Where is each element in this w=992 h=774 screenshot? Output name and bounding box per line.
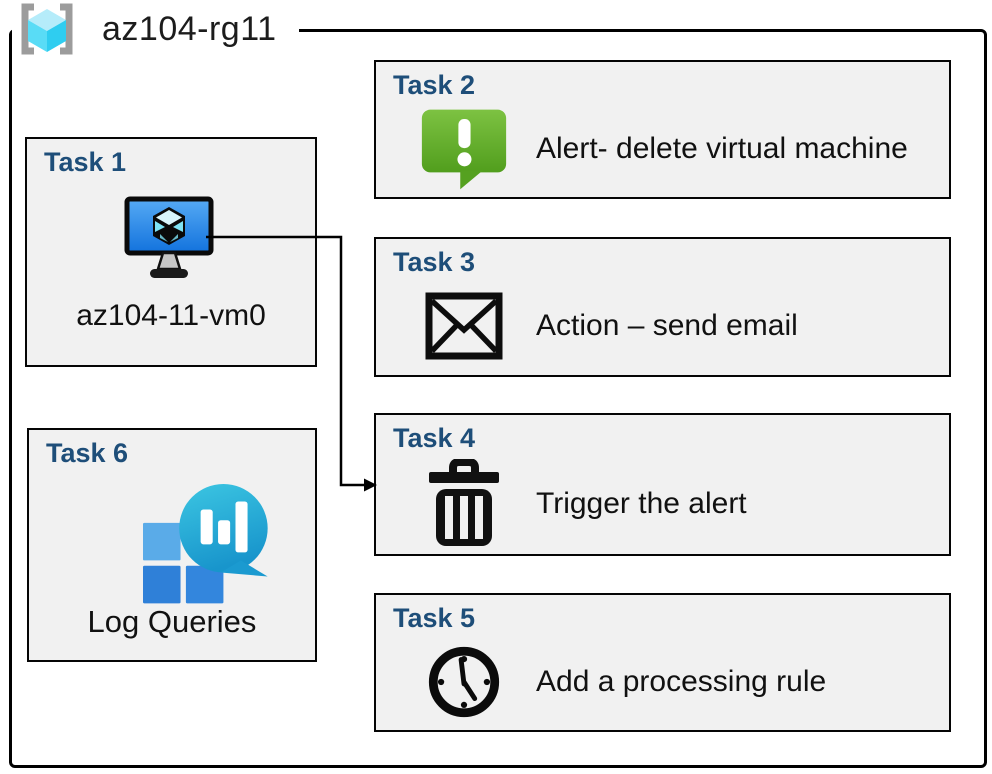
task-2-title: Task 2 — [393, 70, 476, 100]
virtual-machine-icon — [124, 196, 214, 286]
resource-group-name: az104-rg11 — [102, 9, 277, 48]
task-5-title: Task 5 — [393, 603, 476, 633]
task-4-title: Task 4 — [393, 423, 476, 453]
task-2-text: Alert- delete virtual machine — [536, 131, 908, 165]
task-3-box: Task 3 Action – send email — [374, 237, 951, 377]
task-1-text: az104-11-vm0 — [76, 299, 266, 332]
clock-icon — [418, 643, 510, 721]
task-6-box: Task 6 Log Queries — [27, 428, 317, 662]
task-2-box: Task 2 Alert- delete virtual machine — [374, 60, 951, 199]
task-4-text: Trigger the alert — [536, 486, 747, 520]
log-queries-icon — [137, 480, 275, 611]
task-5-text: Add a processing rule — [536, 664, 827, 698]
task-1-box: Task 1 az104-11-vm0 — [25, 137, 317, 367]
resource-group-icon — [14, 2, 80, 56]
resource-group-header: az104-rg11 — [12, 0, 299, 58]
task-6-text: Log Queries — [87, 604, 257, 639]
task-4-box: Task 4 Trigger the alert — [374, 413, 951, 556]
alert-icon — [418, 105, 510, 193]
email-icon — [418, 290, 510, 362]
task-6-title: Task 6 — [46, 438, 129, 468]
task-3-text: Action – send email — [536, 309, 798, 342]
trash-icon — [418, 458, 510, 549]
task-3-title: Task 3 — [393, 247, 476, 277]
task-1-title: Task 1 — [44, 147, 127, 177]
task-5-box: Task 5 Add a processing rule — [374, 593, 951, 732]
